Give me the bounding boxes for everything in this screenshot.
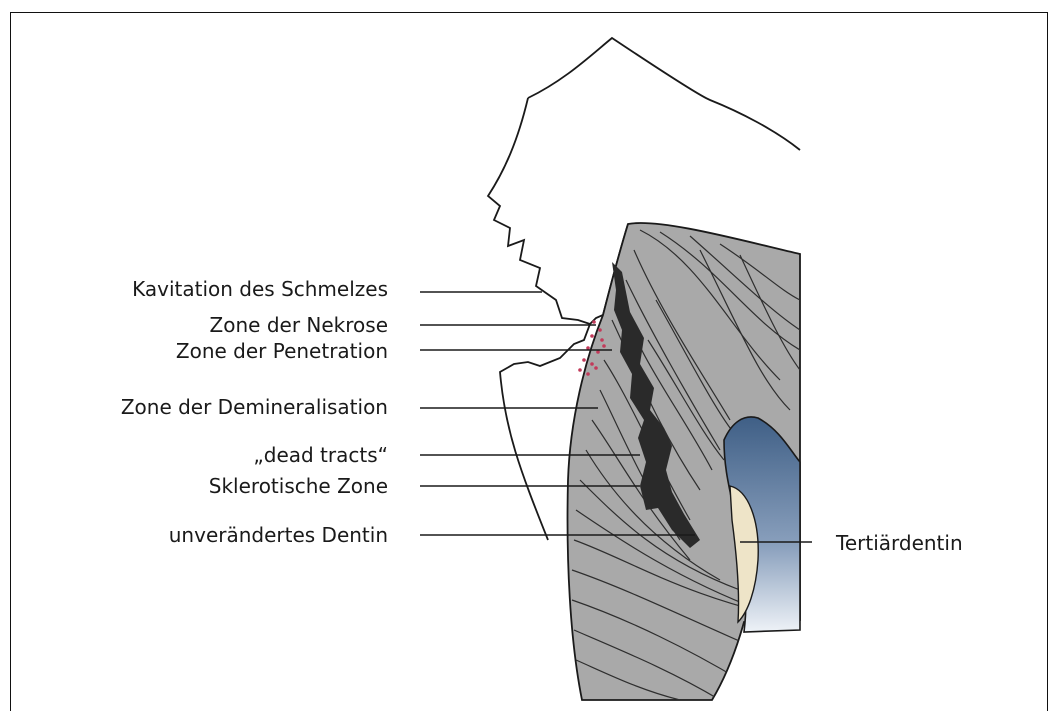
label-sklerotische-zone: Sklerotische Zone [209, 474, 388, 498]
label-nekrose: Zone der Nekrose [210, 313, 388, 337]
label-demineralisation: Zone der Demineralisation [121, 395, 388, 419]
label-dead-tracts: „dead tracts“ [253, 443, 388, 467]
label-unveraendertes-dentin: unverändertes Dentin [169, 523, 388, 547]
label-tertiaerdentin: Tertiärdentin [836, 531, 963, 555]
label-kavitation: Kavitation des Schmelzes [132, 277, 388, 301]
label-penetration: Zone der Penetration [176, 339, 388, 363]
